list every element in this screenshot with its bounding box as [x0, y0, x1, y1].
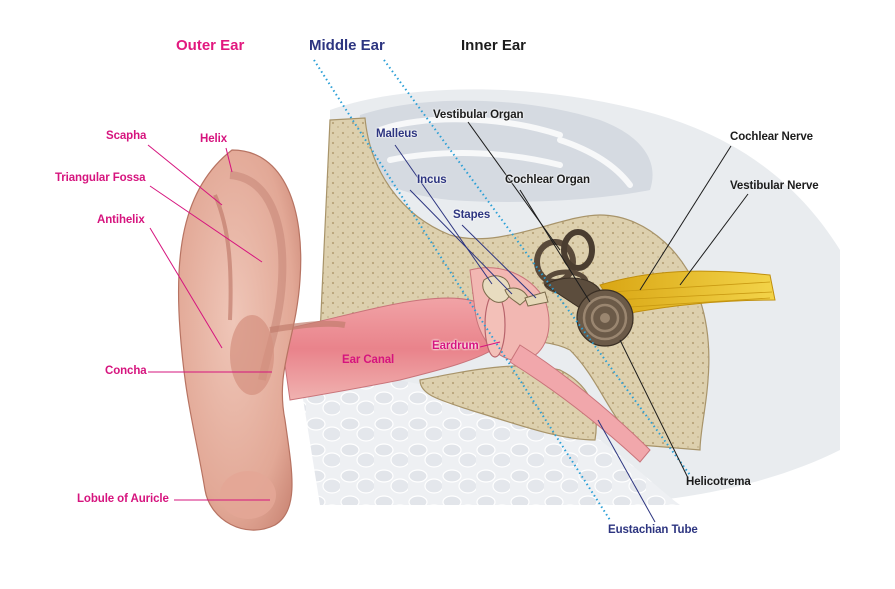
label-helicotrema: Helicotrema	[686, 476, 751, 488]
nerve-fibers	[609, 281, 773, 309]
section-title-middle-ear: Middle Ear	[309, 37, 385, 54]
eardrum-shape	[484, 292, 506, 358]
label-antihelix: Antihelix	[97, 214, 145, 226]
eustachian-tube-shape	[509, 344, 651, 463]
label-eardrum: Eardrum	[432, 340, 479, 352]
label-stapes: Stapes	[453, 209, 491, 221]
label-vestibular-nerve: Vestibular Nerve	[730, 180, 819, 192]
label-triangular-fossa: Triangular Fossa	[55, 172, 146, 184]
auricle	[177, 149, 346, 531]
label-malleus: Malleus	[376, 128, 418, 140]
label-helix: Helix	[200, 133, 227, 145]
inner-leader-lines	[467, 121, 749, 479]
label-cochlear-organ: Cochlear Organ	[505, 174, 590, 186]
middle-leader-lines	[394, 144, 656, 523]
vestibulocochlear-nerve	[599, 270, 776, 316]
label-ear-canal: Ear Canal	[342, 354, 395, 366]
label-lobule-of-auricle: Lobule of Auricle	[77, 493, 169, 505]
label-scapha: Scapha	[106, 130, 147, 142]
label-vestibular-organ: Vestibular Organ	[433, 109, 524, 121]
middle-inner-divider	[383, 59, 691, 476]
section-title-inner-ear: Inner Ear	[461, 37, 527, 54]
inner-ear-labyrinth	[534, 229, 634, 347]
label-cochlear-nerve: Cochlear Nerve	[730, 131, 813, 143]
label-incus: Incus	[417, 174, 447, 186]
label-eustachian-tube: Eustachian Tube	[608, 524, 698, 536]
section-title-outer-ear: Outer Ear	[176, 37, 245, 54]
outer-middle-divider	[313, 59, 611, 521]
label-concha: Concha	[105, 365, 147, 377]
outer-leader-lines	[147, 144, 501, 501]
